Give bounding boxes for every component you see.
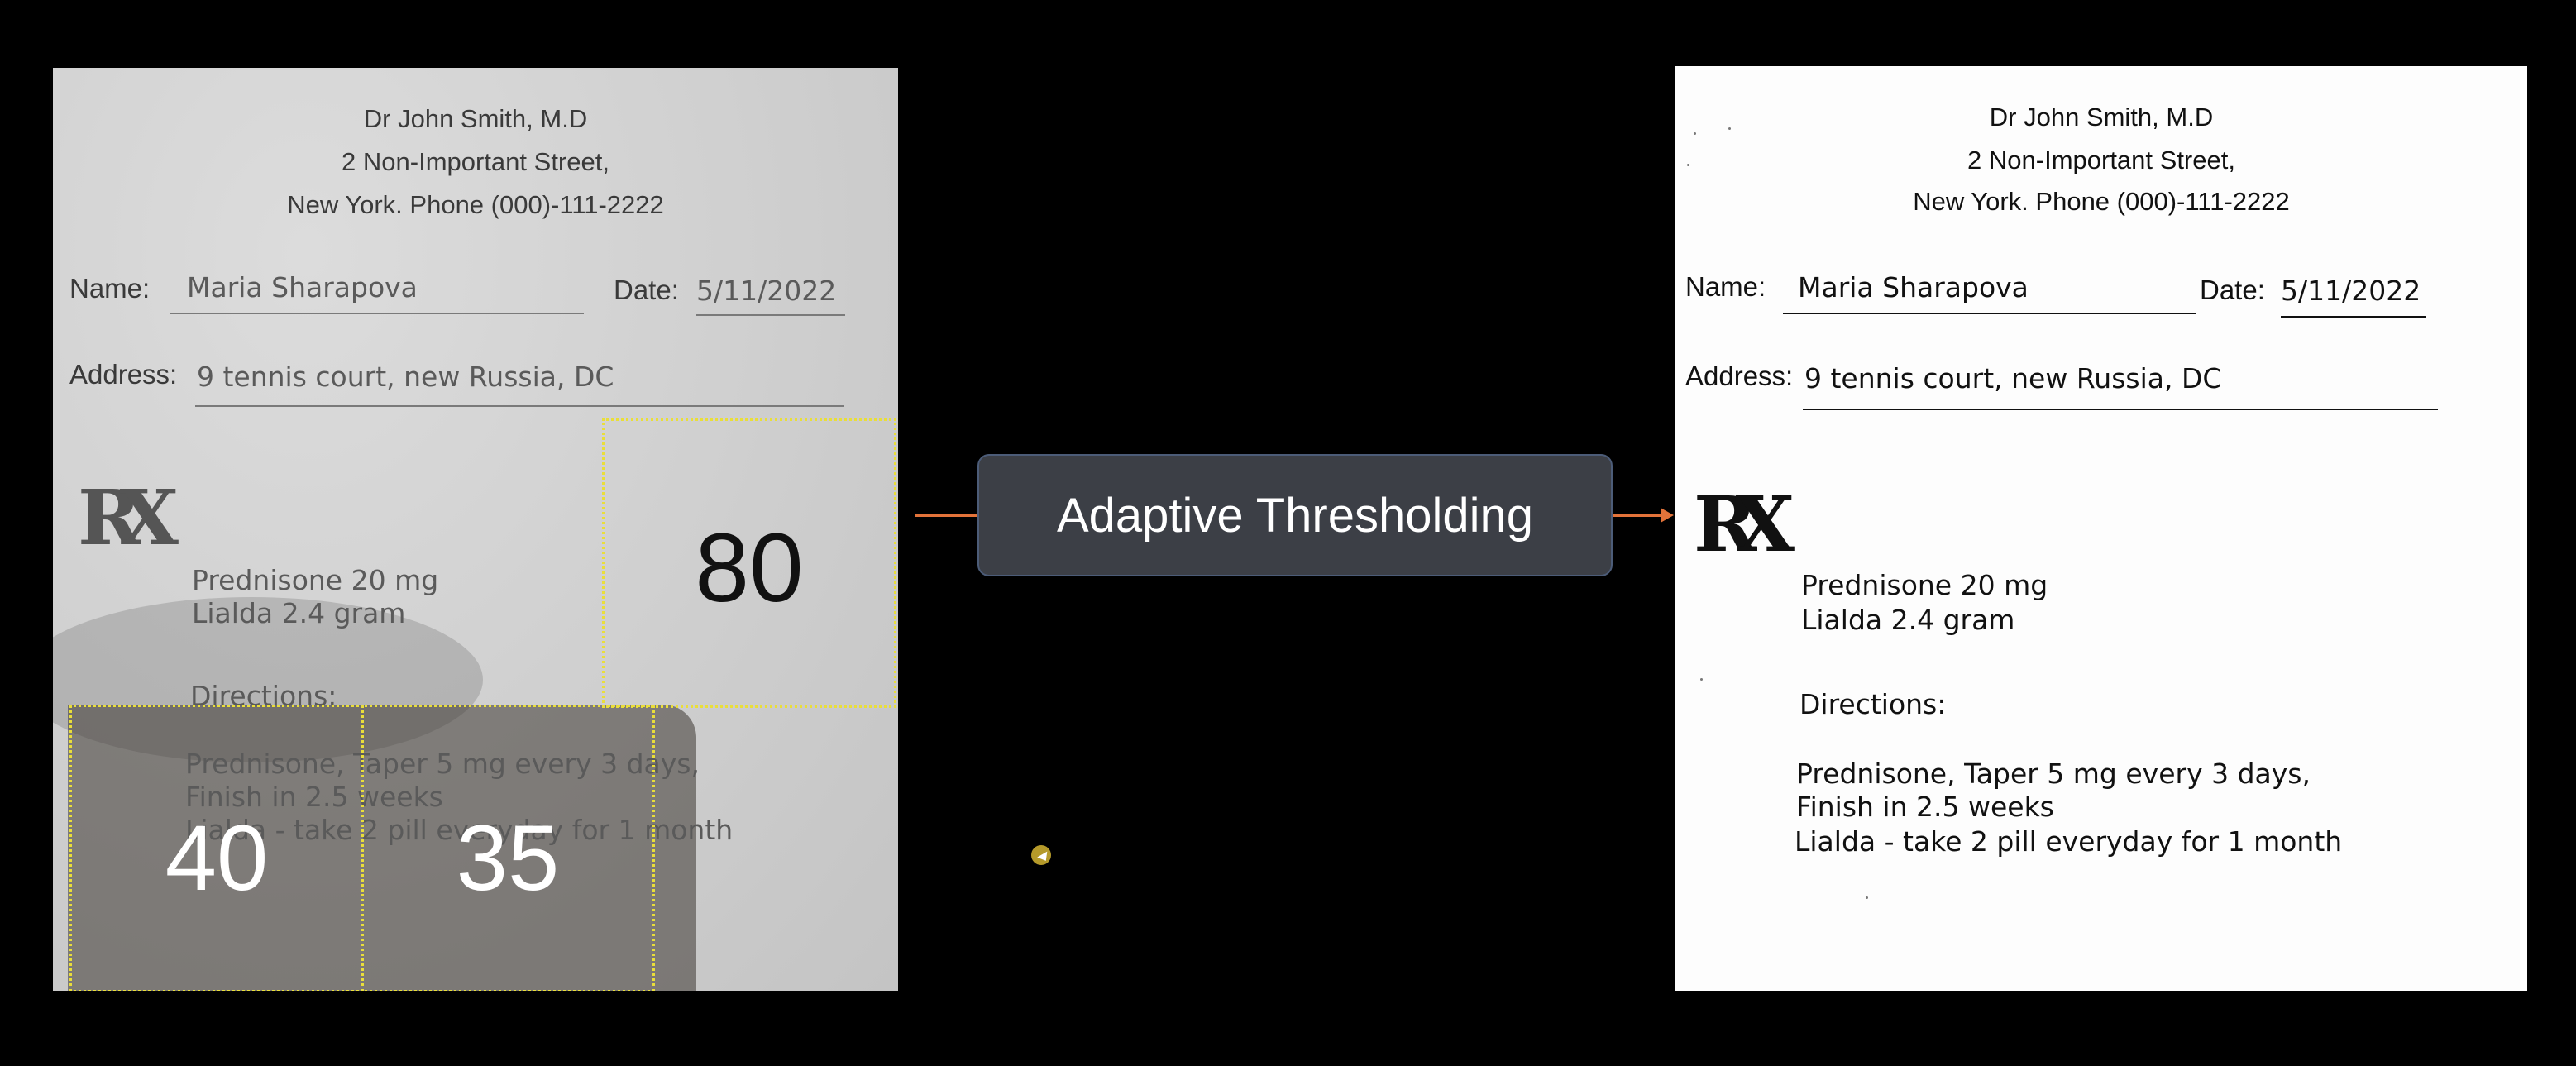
address-label: Address:	[1685, 361, 1794, 391]
rx-symbol: RX	[1694, 480, 1795, 569]
address-underline	[1803, 409, 2438, 410]
date-label: Date:	[2200, 275, 2265, 305]
address-label: Address:	[69, 359, 178, 390]
process-label: Adaptive Thresholding	[1056, 488, 1534, 543]
direction-line-2: Finish in 2.5 weeks	[185, 781, 443, 813]
name-label: Name:	[69, 273, 151, 304]
arrow-out-line	[1613, 514, 1662, 517]
doctor-street: 2 Non-Important Street,	[342, 147, 609, 176]
medication-2: Lialda 2.4 gram	[1801, 604, 2015, 636]
noise-speck	[1687, 164, 1689, 166]
date-underline	[2281, 316, 2426, 318]
direction-line-3: Lialda - take 2 pill everyday for 1 mont…	[185, 814, 734, 846]
name-value: Maria Sharapova	[187, 271, 418, 304]
rx-symbol: RX	[78, 473, 179, 562]
photo-shadow-dark	[68, 705, 696, 991]
threshold-block-35: 35	[361, 705, 655, 991]
direction-line-2: Finish in 2.5 weeks	[1796, 791, 2054, 823]
name-underline	[1783, 313, 2196, 314]
direction-line-1: Prednisone, Taper 5 mg every 3 days,	[1796, 758, 2311, 790]
date-value: 5/11/2022	[2281, 275, 2421, 307]
address-value: 9 tennis court, new Russia, DC	[1804, 362, 2222, 394]
arrow-out-head-icon	[1661, 508, 1674, 523]
adaptive-thresholding-box: Adaptive Thresholding	[977, 454, 1613, 576]
threshold-value-40: 40	[165, 806, 269, 910]
name-underline	[170, 313, 584, 314]
name-value: Maria Sharapova	[1798, 271, 2029, 304]
address-underline	[195, 405, 844, 407]
date-value: 5/11/2022	[696, 275, 837, 307]
date-underline	[696, 314, 845, 316]
medication-1: Prednisone 20 mg	[1801, 569, 2048, 601]
address-value: 9 tennis court, new Russia, DC	[197, 361, 614, 393]
arrow-in	[915, 514, 977, 517]
noise-speck	[1728, 127, 1731, 130]
noise-speck	[1694, 132, 1696, 135]
directions-label: Directions:	[1799, 688, 1947, 720]
name-label: Name:	[1685, 271, 1766, 302]
date-label: Date:	[614, 275, 679, 305]
threshold-block-40: 40	[69, 705, 364, 991]
threshold-value-35: 35	[456, 806, 560, 910]
medication-1: Prednisone 20 mg	[192, 564, 439, 596]
doctor-name: Dr John Smith, M.D	[1989, 103, 2214, 131]
direction-line-1: Prednisone, Taper 5 mg every 3 days,	[185, 748, 700, 780]
threshold-block-80: 80	[602, 418, 896, 708]
cursor-highlight	[1031, 845, 1051, 865]
threshold-value-80: 80	[695, 514, 804, 623]
medication-2: Lialda 2.4 gram	[192, 597, 406, 629]
doctor-name: Dr John Smith, M.D	[363, 104, 588, 133]
doctor-city-phone: New York. Phone (000)-111-2222	[287, 190, 664, 219]
thresholded-prescription-image: Dr John Smith, M.D 2 Non-Important Stree…	[1675, 66, 2527, 991]
doctor-city-phone: New York. Phone (000)-111-2222	[1913, 187, 2290, 216]
doctor-street: 2 Non-Important Street,	[1967, 146, 2235, 174]
direction-line-3: Lialda - take 2 pill everyday for 1 mont…	[1795, 825, 2343, 858]
noise-speck	[1866, 896, 1868, 899]
original-prescription-image: Dr John Smith, M.D 2 Non-Important Stree…	[53, 68, 898, 991]
noise-speck	[1700, 678, 1703, 681]
